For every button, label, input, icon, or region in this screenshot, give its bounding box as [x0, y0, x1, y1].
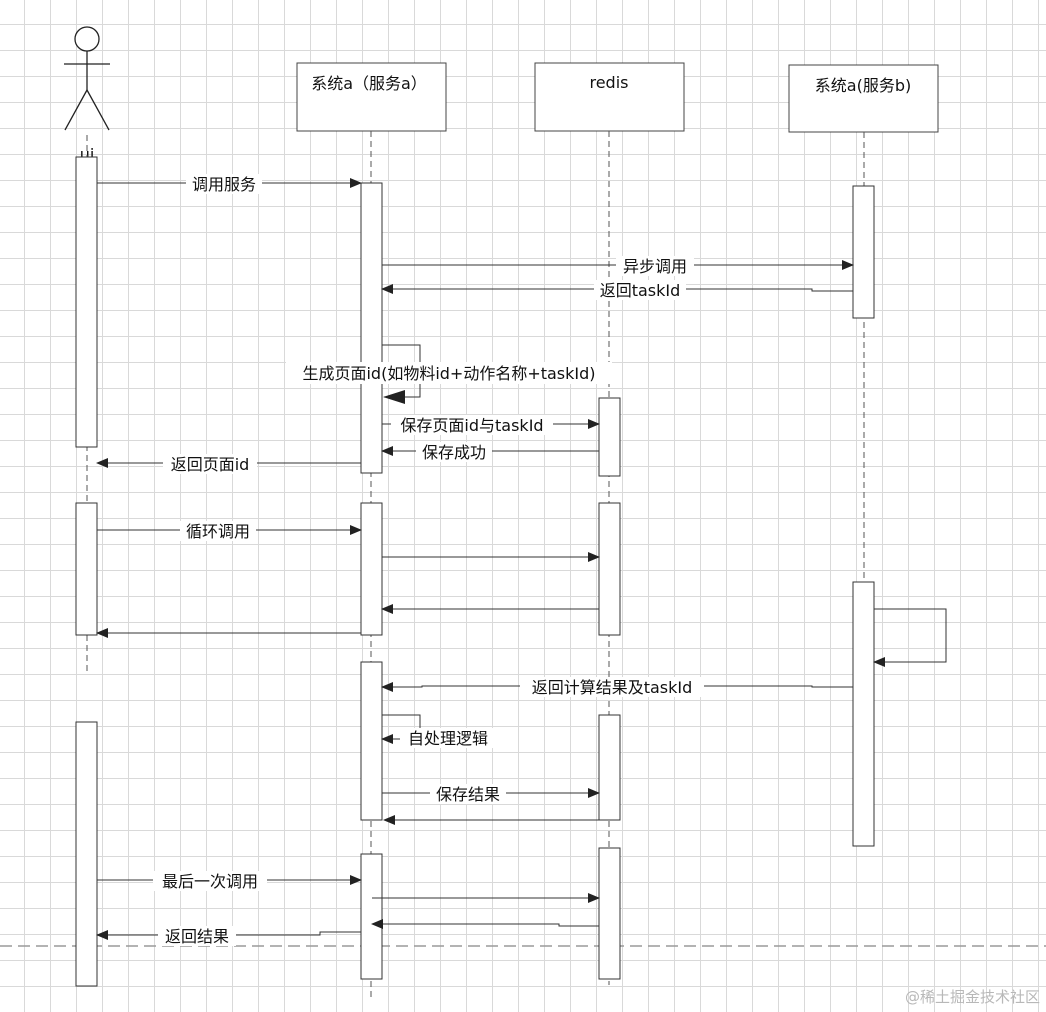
activation-redis-2 — [598, 502, 621, 636]
label-self-process: 自处理逻辑 — [408, 729, 488, 748]
label-loop-call: 循环调用 — [186, 522, 250, 541]
participant-box-service-b[interactable] — [788, 64, 939, 133]
label-return-taskid: 返回taskId — [600, 281, 681, 300]
label-save-success: 保存成功 — [422, 443, 486, 462]
label-gen-page-id: 生成页面id(如物料id+动作名称+taskId) — [302, 364, 595, 383]
participant-label-service-a: 系统a（服务a） — [311, 74, 427, 93]
activation-service-a-1 — [360, 182, 383, 474]
message-labels: 调用服务 异步调用 返回taskId 生成页面id(如物料id+动作名称+tas… — [153, 174, 704, 946]
activation-ui-1 — [75, 156, 98, 448]
activation-service-a-3 — [360, 661, 383, 821]
label-async-call: 异步调用 — [623, 257, 687, 276]
activation-service-a-4 — [360, 853, 383, 980]
activation-service-b-2 — [852, 581, 875, 847]
label-save-result: 保存结果 — [436, 785, 500, 804]
activation-redis-4 — [598, 847, 621, 980]
activation-redis-3 — [598, 714, 621, 821]
label-last-call: 最后一次调用 — [162, 872, 258, 891]
label-return-result-taskid: 返回计算结果及taskId — [532, 678, 693, 697]
label-return-result: 返回结果 — [165, 927, 229, 946]
actor-figure — [64, 26, 110, 131]
label-save-page-taskid: 保存页面id与taskId — [400, 416, 543, 435]
activation-service-a-2 — [360, 502, 383, 636]
participant-label-service-b: 系统a(服务b) — [815, 76, 911, 95]
activation-ui-3 — [75, 721, 98, 987]
participant-box-service-a[interactable] — [296, 62, 447, 132]
activation-service-b-1 — [852, 185, 875, 319]
label-return-page-id: 返回页面id — [171, 455, 250, 474]
lifelines — [86, 131, 865, 1000]
activation-bars — [75, 156, 875, 987]
arrow-self-service-b — [873, 608, 947, 667]
label-call-service: 调用服务 — [192, 175, 256, 194]
arrow-redis-return-last — [371, 919, 599, 929]
participant-box-redis[interactable] — [534, 62, 685, 132]
activation-redis-1 — [598, 397, 621, 477]
participant-label-redis: redis — [589, 73, 628, 92]
watermark: @稀土掘金技术社区 — [905, 988, 1040, 1006]
activation-ui-2 — [75, 502, 98, 636]
messages — [96, 178, 947, 940]
